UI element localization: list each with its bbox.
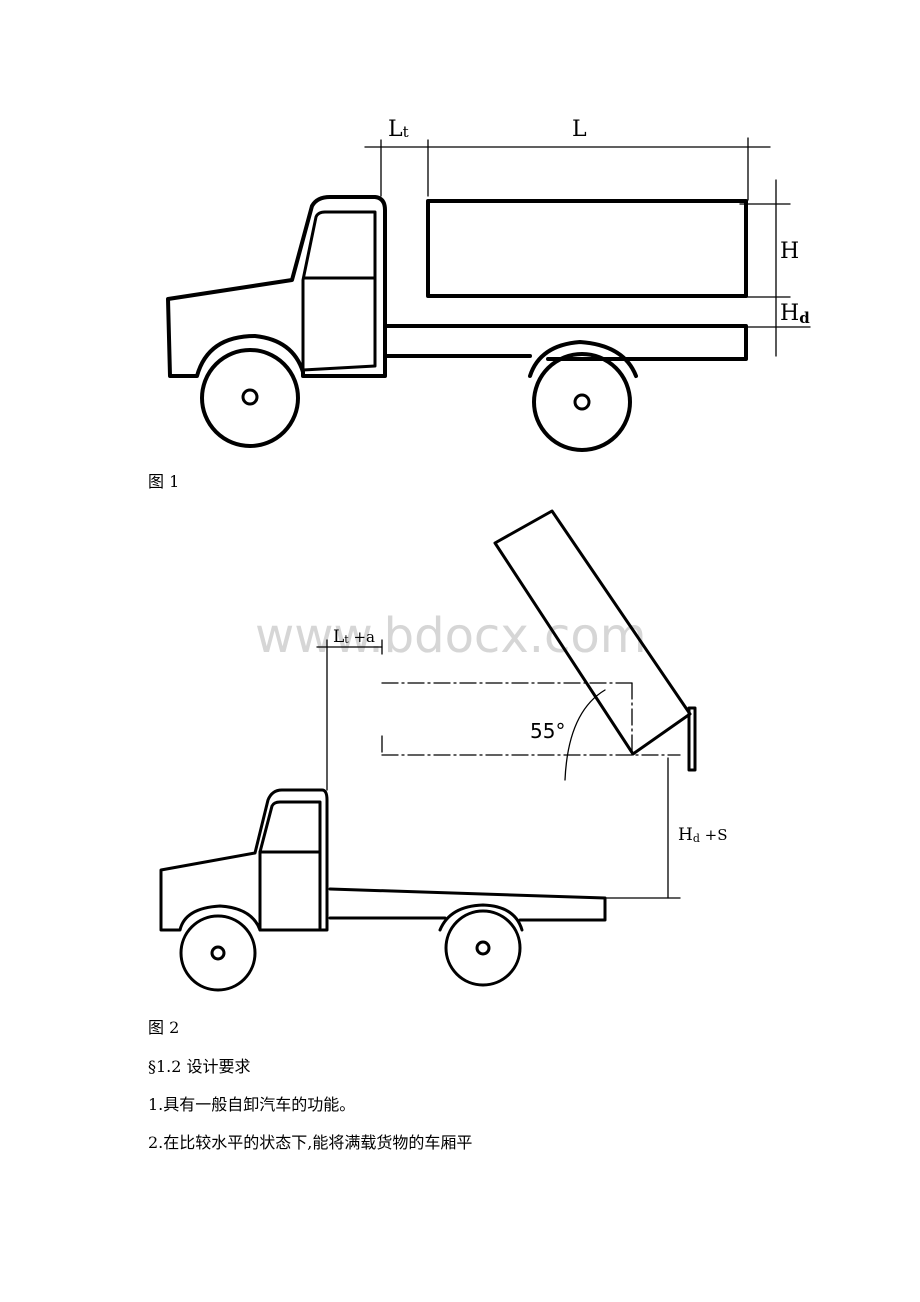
front-wheel-hub-2 — [210, 945, 226, 961]
rear-wheel — [532, 352, 632, 452]
requirement-item-1: 1.具有一般自卸汽车的功能。 — [148, 1095, 356, 1114]
tailgate — [687, 706, 697, 772]
cab-body — [166, 195, 387, 378]
label-angle-55: 55° — [530, 719, 565, 743]
label-l: L — [572, 117, 587, 142]
section-heading: §1.2 设计要求 — [148, 1057, 251, 1076]
figure-1-caption: 图 1 — [148, 472, 180, 491]
rear-wheel-hub-2 — [475, 940, 491, 956]
chassis-frame-2 — [328, 887, 607, 922]
rear-fender — [528, 340, 638, 378]
figure-1-dump-truck-drawing: Lt L H Hd — [0, 100, 920, 470]
label-lt: Lt — [388, 117, 409, 142]
figure-2-tilted-dump-truck-drawing: www.bdocx.com Lt +a 55° — [0, 500, 920, 1010]
label-h: H — [780, 239, 799, 264]
chassis-frame — [384, 324, 748, 361]
cab-door-2 — [258, 800, 322, 932]
cab-body-2 — [159, 788, 329, 932]
front-wheel-hub — [241, 388, 259, 406]
requirement-item-2: 2.在比较水平的状态下,能将满载货物的车厢平 — [148, 1133, 473, 1152]
cab-door — [301, 210, 377, 372]
label-hd-plus-s: Hd +S — [678, 825, 728, 845]
rear-fender-2 — [438, 903, 524, 932]
figure-2-svg: www.bdocx.com Lt +a 55° — [159, 509, 728, 992]
rear-wheel-2 — [444, 909, 522, 987]
label-hd: Hd — [780, 301, 810, 327]
label-lt-plus-a: Lt +a — [333, 627, 375, 647]
front-wheel — [200, 348, 300, 448]
front-wheel-2 — [179, 914, 257, 992]
rear-wheel-hub — [573, 393, 591, 411]
cargo-box — [426, 199, 748, 298]
angle-arc — [564, 689, 606, 781]
figure-1-svg: Lt L H Hd — [166, 117, 811, 452]
figure-2-caption: 图 2 — [148, 1018, 180, 1037]
watermark: www.bdocx.com — [255, 608, 647, 664]
